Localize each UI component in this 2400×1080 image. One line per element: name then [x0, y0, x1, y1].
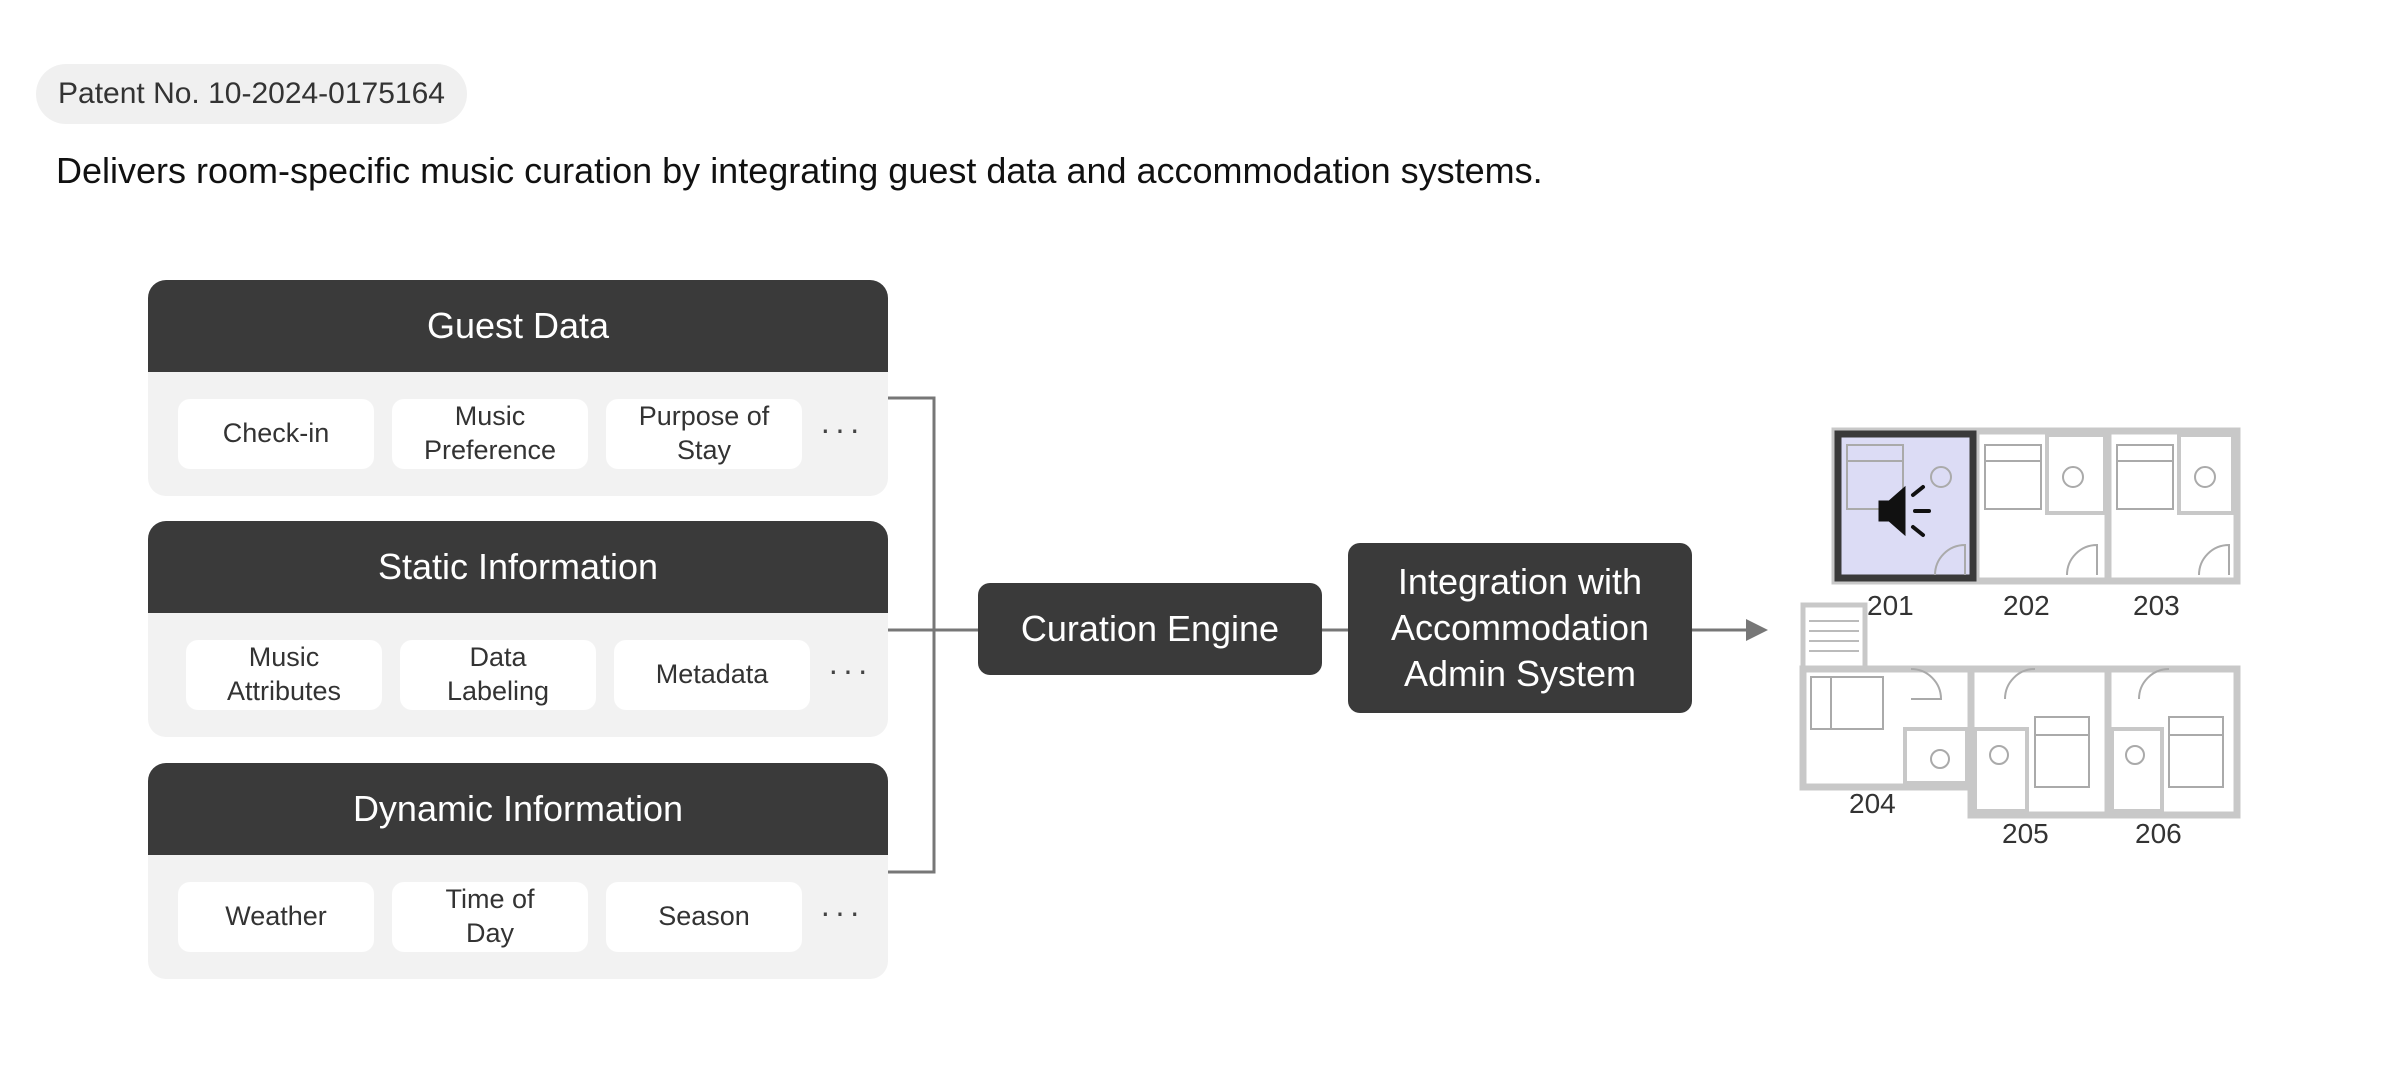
integration-admin-system-box: Integration with Accommodation Admin Sys… [1348, 543, 1692, 713]
room-label-205: 205 [2002, 818, 2049, 849]
curation-engine-box: Curation Engine [978, 583, 1322, 675]
room-label-204: 204 [1849, 788, 1896, 819]
group-title: Dynamic Information [148, 763, 888, 855]
chip-music-preference: Music Preference [392, 399, 588, 469]
chip-purpose-of-stay: Purpose of Stay [606, 399, 802, 469]
hotel-floorplan: 201 202 203 204 205 206 [1799, 427, 2241, 849]
patent-badge: Patent No. 10-2024-0175164 [36, 64, 467, 124]
group-dynamic-information: Dynamic Information Weather Time of Day … [148, 763, 888, 979]
room-label-202: 202 [2003, 590, 2050, 621]
room-label-203: 203 [2133, 590, 2180, 621]
chip-metadata: Metadata [614, 640, 810, 710]
chip-weather: Weather [178, 882, 374, 952]
room-label-201: 201 [1867, 590, 1914, 621]
group-title: Guest Data [148, 280, 888, 372]
group-static-information: Static Information Music Attributes Data… [148, 521, 888, 737]
arrowhead-icon [1746, 619, 1768, 641]
chip-data-labeling: Data Labeling [400, 640, 596, 710]
patent-number: Patent No. 10-2024-0175164 [58, 77, 445, 110]
more-ellipsis-icon: ··· [820, 894, 864, 930]
group-guest-data: Guest Data Check-in Music Preference Pur… [148, 280, 888, 496]
more-ellipsis-icon: ··· [828, 652, 872, 688]
chip-time-of-day: Time of Day [392, 882, 588, 952]
diagram-subtitle: Delivers room-specific music curation by… [56, 150, 1543, 191]
speaker-icon [1878, 485, 1931, 537]
chip-season: Season [606, 882, 802, 952]
room-label-206: 206 [2135, 818, 2182, 849]
group-title: Static Information [148, 521, 888, 613]
more-ellipsis-icon: ··· [820, 411, 864, 447]
chip-check-in: Check-in [178, 399, 374, 469]
chip-music-attributes: Music Attributes [186, 640, 382, 710]
